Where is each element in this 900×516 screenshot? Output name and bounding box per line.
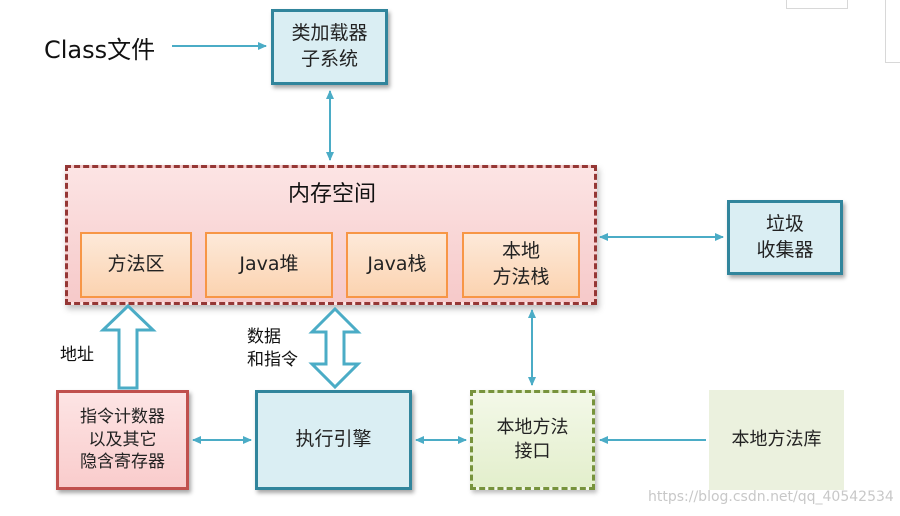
- java-heap-box: Java堆: [205, 232, 333, 298]
- method-area-box: 方法区: [80, 232, 192, 298]
- window-frame-top: [786, 0, 848, 9]
- native-method-stack-box: 本地 方法栈: [462, 232, 580, 298]
- execution-engine-box: 执行引擎: [255, 390, 412, 490]
- memory-title: 内存空间: [288, 182, 377, 207]
- window-frame-side: [885, 0, 900, 63]
- watermark-text: https://blog.csdn.net/qq_40542534: [648, 489, 894, 505]
- hollow-arrow-data-instructions: [308, 306, 362, 390]
- native-method-interface-box: 本地方法 接口: [470, 390, 595, 490]
- data-instructions-label: 数据 和指令: [247, 327, 298, 370]
- pc-registers-box: 指令计数器 以及其它 隐含寄存器: [56, 390, 189, 490]
- java-stack-box: Java栈: [346, 232, 448, 298]
- class-file-label: Class文件: [44, 36, 156, 64]
- garbage-collector-box: 垃圾 收集器: [727, 200, 843, 275]
- class-loader-box: 类加载器 子系统: [271, 9, 388, 85]
- native-method-library-box: 本地方法库: [709, 390, 844, 490]
- hollow-arrow-address: [99, 303, 157, 390]
- address-label: 地址: [60, 345, 94, 365]
